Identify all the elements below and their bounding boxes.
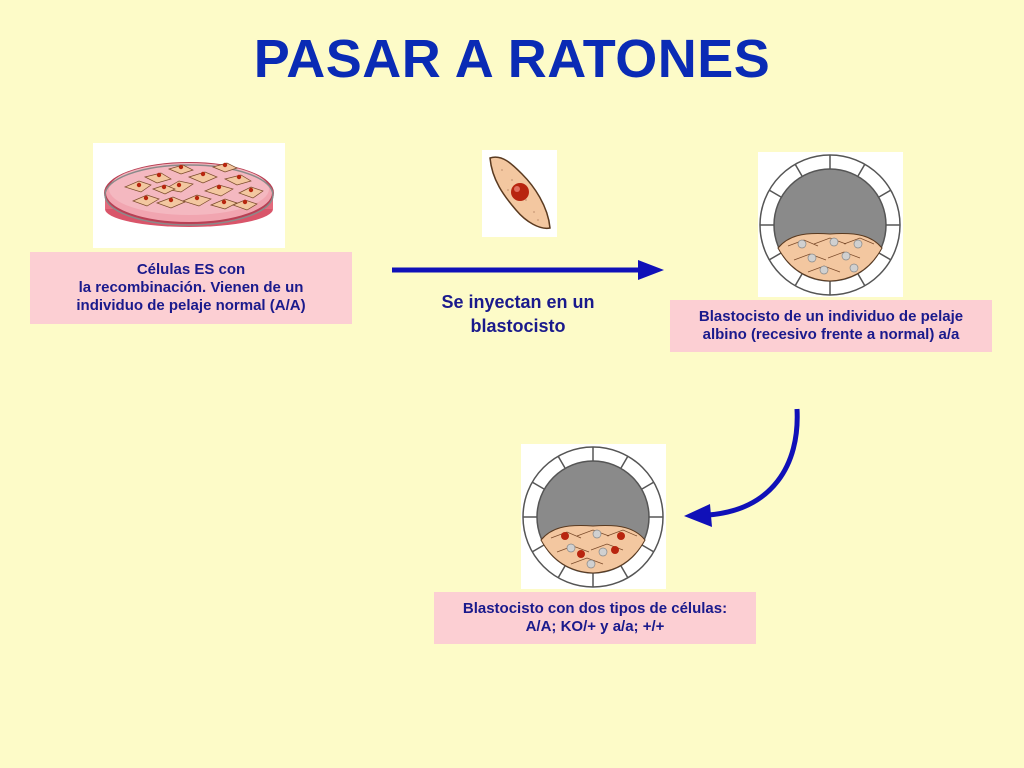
page-title: PASAR A RATONES bbox=[253, 29, 771, 89]
host-blastocyst-line-1: Blastocisto de un individuo de pelaje bbox=[698, 308, 964, 325]
host-blastocyst-label: Blastocisto de un individuo de pelaje al… bbox=[670, 300, 992, 352]
chimeric-blastocyst-line-2: A/A; KO/+ y a/a; +/+ bbox=[525, 618, 665, 635]
host-blastocyst-line-2: albino (recesivo frente a normal) a/a bbox=[702, 326, 960, 343]
chimeric-blastocyst-image bbox=[521, 444, 666, 589]
es-cells-label: Células ES con la recombinación. Vienen … bbox=[30, 252, 352, 324]
es-cell-image bbox=[482, 150, 557, 237]
es-cells-line-1: Células ES con bbox=[136, 261, 246, 278]
es-cells-line-2: la recombinación. Vienen de un bbox=[78, 279, 304, 296]
host-blastocyst-image bbox=[758, 152, 903, 297]
chimeric-blastocyst-label: Blastocisto con dos tipos de células: A/… bbox=[434, 592, 756, 644]
injection-caption: Se inyectan en un blastocisto bbox=[418, 290, 618, 338]
injection-line-1: Se inyectan en un bbox=[441, 292, 595, 312]
development-arrow bbox=[684, 408, 800, 527]
injection-line-2: blastocisto bbox=[470, 316, 566, 336]
chimeric-blastocyst-line-1: Blastocisto con dos tipos de células: bbox=[462, 600, 728, 617]
petri-dish-image bbox=[93, 143, 285, 248]
injection-arrow bbox=[392, 260, 664, 280]
es-cells-line-3: individuo de pelaje normal (A/A) bbox=[76, 297, 306, 314]
